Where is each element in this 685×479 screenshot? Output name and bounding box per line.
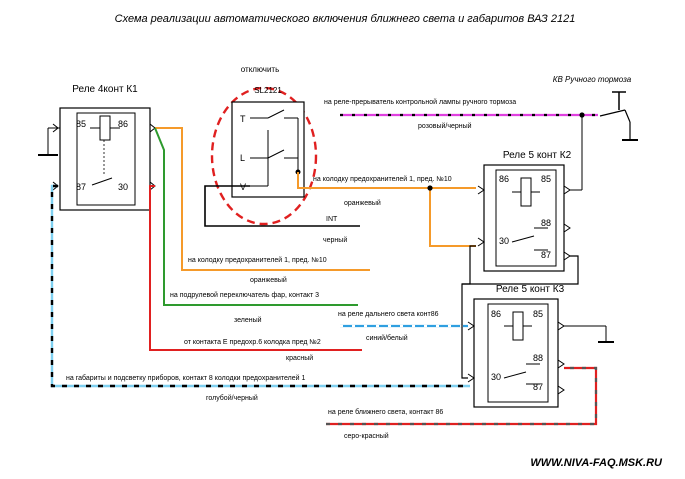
relay-k1-pin-85: 85 bbox=[76, 119, 86, 129]
relay-k3-pin-86: 86 bbox=[491, 309, 501, 319]
wire-int-color: черный bbox=[323, 236, 347, 244]
relay-k3-pin-88: 88 bbox=[533, 353, 543, 363]
relay-k1-pin-87: 87 bbox=[76, 182, 86, 192]
handbrake-switch-contact bbox=[599, 109, 626, 117]
relay-k2-inner bbox=[495, 169, 557, 267]
wire-orange-k2-label: на колодку предохранителей 1, пред. №10 bbox=[313, 175, 452, 183]
relay-k3-pin-87: 87 bbox=[533, 382, 543, 392]
switch-label: SL2121 bbox=[254, 86, 282, 95]
wire-pink-black-label: на реле-прерыватель контрольной лампы ру… bbox=[324, 98, 516, 106]
switch-terminal-v: V bbox=[240, 182, 246, 192]
relay-k2-pin-87: 87 bbox=[541, 250, 551, 260]
relay-k2-coil bbox=[520, 177, 532, 207]
switch-note: отключить bbox=[241, 65, 280, 74]
wire-orange-main-label: на колодку предохранителей 1, пред. №10 bbox=[188, 256, 327, 264]
switch-terminal-t: T bbox=[240, 114, 246, 124]
relay-k3-pin-30: 30 bbox=[491, 372, 501, 382]
wire-lightblue-black-label: на габариты и подсветку приборов, контак… bbox=[66, 374, 306, 382]
relay-k3-title: Реле 5 конт К3 bbox=[496, 284, 565, 295]
wire-lightblue-black bbox=[50, 184, 470, 388]
relay-k1-contact bbox=[91, 177, 113, 186]
wire-pink-black-color: розовый/черный bbox=[418, 122, 472, 130]
wire-grey-red-color: серо-красный bbox=[344, 432, 389, 440]
wire-red bbox=[149, 185, 362, 351]
wire-green-color: зеленый bbox=[234, 316, 262, 324]
wire-grey-red-label: на реле ближнего света, контакт 86 bbox=[328, 408, 443, 416]
relay-k1-pin-86: 86 bbox=[118, 119, 128, 129]
relay-k2-pin-88: 88 bbox=[541, 218, 551, 228]
wire-orange-main bbox=[155, 127, 370, 271]
site-footer: WWW.NIVA-FAQ.MSK.RU bbox=[530, 457, 663, 469]
relay-k1-inner bbox=[76, 112, 136, 206]
wire-orange-k2 bbox=[297, 172, 476, 189]
relay-k1-pin-30: 30 bbox=[118, 182, 128, 192]
switch-terminal-l: L bbox=[240, 153, 245, 163]
wire-int-label: INT bbox=[326, 216, 338, 223]
relay-k2-title: Реле 5 конт К2 bbox=[503, 150, 572, 161]
relay-k3-pin-85: 85 bbox=[533, 309, 543, 319]
wire-red-label: от контакта Е предохр.6 колодка пред №2 bbox=[184, 339, 321, 346]
wire-blue-white-label: на реле дальнего света конт86 bbox=[338, 311, 439, 318]
wire-orange-k2-color: оранжевый bbox=[344, 199, 381, 207]
wire-orange-main-color: оранжевый bbox=[250, 276, 287, 284]
handbrake-label: КВ Ручного тормоза bbox=[553, 75, 632, 84]
disconnect-highlight bbox=[210, 86, 318, 226]
wire-red-color: красный bbox=[286, 354, 313, 362]
wire-green-label: на подрулевой переключатель фар, контакт… bbox=[170, 291, 319, 299]
diagram-title: Схема реализации автоматического включен… bbox=[115, 13, 576, 25]
relay-k3-coil bbox=[512, 311, 524, 341]
wire-lightblue-black-color: голубой/черный bbox=[206, 394, 258, 402]
relay-k2-contact bbox=[511, 235, 535, 243]
relay-k2-pin-86: 86 bbox=[499, 174, 509, 184]
wire-blue-white-color: синий/белый bbox=[366, 334, 408, 342]
wire-int-black bbox=[204, 185, 360, 227]
wire-green bbox=[154, 127, 358, 306]
relay-k1-coil bbox=[99, 115, 111, 141]
relay-k2-pin-30: 30 bbox=[499, 236, 509, 246]
relay-k1-title: Реле 4конт К1 bbox=[72, 84, 138, 95]
relay-k2-pin-85: 85 bbox=[541, 174, 551, 184]
relay-k3-inner bbox=[487, 303, 549, 403]
relay-k3-contact bbox=[503, 371, 527, 379]
